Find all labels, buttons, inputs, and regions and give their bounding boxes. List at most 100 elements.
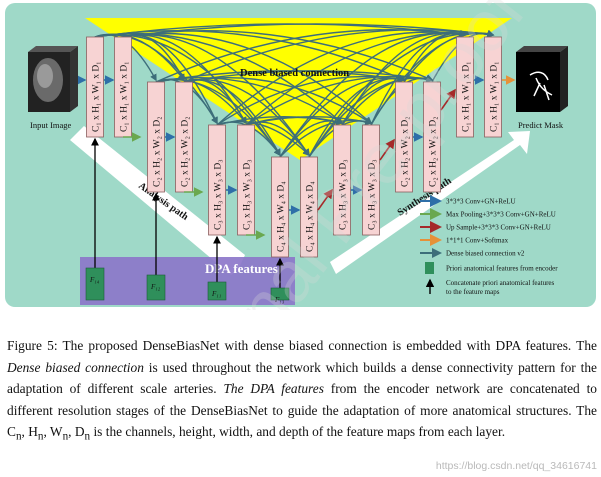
prior-feature-block: F₁₄ bbox=[85, 137, 105, 301]
feature-map-box-label: C₁ x H₁ x W₁ x D₁ bbox=[120, 61, 130, 132]
predict-mask-image bbox=[516, 46, 568, 112]
feature-map-box-rect bbox=[208, 124, 226, 236]
legend-label: Concatenate priori anatomical features bbox=[446, 279, 555, 287]
prior-feature-rect bbox=[146, 274, 166, 301]
feature-map-box: C₂ x H₂ x W₂ x D₂ bbox=[395, 81, 413, 193]
prior-feature-label: F₁₄ bbox=[89, 276, 100, 284]
flow-arrow bbox=[440, 88, 456, 111]
feature-map-box-label: C₃ x H₃ x W₃ x D₃ bbox=[214, 159, 224, 230]
legend: 3*3*3 Conv+GN+ReLU Max Pooling+3*3*3 Conv… bbox=[420, 195, 558, 296]
feature-map-box: C₃ x H₃ x W₃ x D₃ bbox=[237, 124, 255, 236]
caption-emphasis-dpa: The DPA features bbox=[223, 381, 324, 396]
feature-map-box-label: C₁ x H₁ x W₁ x D₁ bbox=[462, 61, 472, 132]
prior-feature-rect bbox=[207, 281, 227, 301]
feature-map-box: C₃ x H₃ x W₃ x D₃ bbox=[333, 124, 351, 236]
feature-map-box-label: C₂ x H₂ x W₂ x D₂ bbox=[401, 116, 411, 187]
caption-text-5: , W bbox=[43, 424, 63, 439]
caption-text-3: from the encoder network are concatenate… bbox=[7, 381, 598, 439]
dense-connection-title: Dense biased connection bbox=[240, 68, 349, 79]
feature-map-box: C₂ x H₂ x W₂ x D₂ bbox=[147, 81, 165, 193]
analysis-path-arrow bbox=[70, 126, 245, 275]
legend-item: 3*3*3 Conv+GN+ReLU bbox=[420, 195, 516, 207]
dense-connection-arcs bbox=[94, 23, 495, 158]
flow-arrow bbox=[379, 138, 395, 161]
feature-map-box: C₄ x H₄ x W₄ x D₄ bbox=[271, 156, 289, 258]
feature-map-box-label: C₂ x H₂ x W₂ x D₂ bbox=[429, 116, 439, 187]
dense-connection-arc bbox=[155, 70, 406, 83]
dense-connection-arc bbox=[216, 30, 467, 126]
legend-label-cont: to the feature maps bbox=[446, 288, 500, 296]
feature-map-box-rect bbox=[362, 124, 380, 236]
legend-label: 3*3*3 Conv+GN+ReLU bbox=[446, 198, 516, 206]
feature-map-box-rect bbox=[456, 36, 474, 138]
network-diagram: Analysis path Synthesis path DPA feature… bbox=[5, 0, 596, 310]
feature-map-box-rect bbox=[395, 81, 413, 193]
feature-map-box-label: C₃ x H₃ x W₃ x D₃ bbox=[339, 159, 349, 230]
dense-connection-arc bbox=[245, 75, 434, 126]
feature-map-box-label: C₂ x H₂ x W₂ x D₂ bbox=[153, 116, 163, 187]
prior-feature-block: F₁₁ bbox=[207, 235, 227, 301]
caption-text-7: is the channels, height, width, and dept… bbox=[90, 424, 506, 439]
dense-connection-arc bbox=[279, 30, 467, 158]
prior-feature-label: F₁₃ bbox=[274, 296, 285, 304]
caption-text-2: is used throughout the network which bui… bbox=[7, 359, 597, 397]
caption-sub-h: n bbox=[37, 430, 44, 443]
dense-connection-arc bbox=[183, 29, 495, 83]
legend-item: Concatenate priori anatomical featuresto… bbox=[425, 278, 555, 296]
prior-feature-rect bbox=[270, 287, 290, 301]
prior-feature-label: F₁₁ bbox=[211, 290, 221, 298]
feature-map-box: C₂ x H₂ x W₂ x D₂ bbox=[175, 81, 193, 193]
feature-map-box-rect bbox=[147, 81, 165, 193]
feature-map-box: C₁ x H₁ x W₁ x D₁ bbox=[86, 36, 104, 138]
dpa-features-band bbox=[80, 257, 295, 305]
feature-map-box: C₃ x H₃ x W₃ x D₃ bbox=[362, 124, 380, 236]
prior-feature-block: F₁₃ bbox=[270, 257, 290, 304]
legend-block-icon bbox=[425, 262, 434, 274]
flow-arrows bbox=[72, 75, 516, 240]
caption-text-4: , H bbox=[21, 424, 38, 439]
caption-text-1: The proposed DenseBiasNet with dense bia… bbox=[57, 338, 597, 353]
predict-mask-label: Predict Mask bbox=[518, 120, 564, 130]
url-watermark: https://blog.csdn.net/qq_34616741 bbox=[435, 460, 597, 472]
feature-map-box-label: C₃ x H₃ x W₃ x D₃ bbox=[368, 159, 378, 230]
legend-item: Priori anatomical features from encoder bbox=[425, 262, 558, 274]
feature-map-box-rect bbox=[271, 156, 289, 258]
feature-map-box-label: C₁ x H₁ x W₁ x D₁ bbox=[92, 61, 102, 132]
feature-map-box-label: C₄ x H₄ x W₄ x D₄ bbox=[306, 181, 316, 252]
figure-caption: Figure 5: The proposed DenseBiasNet with… bbox=[7, 335, 597, 448]
dense-connection-arc bbox=[403, 29, 467, 83]
feature-map-box: C₃ x H₃ x W₃ x D₃ bbox=[208, 124, 226, 236]
input-image bbox=[28, 46, 78, 112]
dense-connection-arc bbox=[155, 29, 467, 83]
feature-map-box: C₁ x H₁ x W₁ x D₁ bbox=[456, 36, 474, 138]
caption-figure-label: Figure 5: bbox=[7, 338, 58, 353]
flow-arrow bbox=[317, 188, 333, 211]
legend-item: Up Sample+3*3*3 Conv+GN+ReLU bbox=[420, 221, 551, 233]
feature-map-box-label: C₃ x H₃ x W₃ x D₃ bbox=[243, 159, 253, 230]
dpa-features-label: DPA features bbox=[205, 261, 278, 276]
caption-sub-w: n bbox=[62, 430, 69, 443]
prior-feature-rect bbox=[85, 267, 105, 301]
feature-map-box-label: C₂ x H₂ x W₂ x D₂ bbox=[181, 116, 191, 187]
feature-map-box-label: C₁ x H₁ x W₁ x D₁ bbox=[490, 61, 500, 132]
legend-item: 1*1*1 Conv+Softmax bbox=[420, 234, 509, 246]
feature-map-box-rect bbox=[333, 124, 351, 236]
legend-label: Priori anatomical features from encoder bbox=[446, 265, 558, 273]
legend-label: 1*1*1 Conv+Softmax bbox=[446, 237, 509, 245]
caption-sub-d: n bbox=[84, 430, 91, 443]
feature-map-box-label: C₄ x H₄ x W₄ x D₄ bbox=[277, 181, 287, 252]
feature-map-box-rect bbox=[86, 36, 104, 138]
feature-map-box: C₁ x H₁ x W₁ x D₁ bbox=[114, 36, 132, 138]
feature-map-box-rect bbox=[484, 36, 502, 138]
caption-emphasis-dense: Dense biased connection bbox=[7, 359, 144, 375]
input-image-label: Input Image bbox=[30, 120, 72, 130]
legend-label: Up Sample+3*3*3 Conv+GN+ReLU bbox=[446, 224, 551, 232]
legend-label: Max Pooling+3*3*3 Conv+GN+ReLU bbox=[446, 211, 556, 219]
legend-label: Dense biased connection v2 bbox=[446, 250, 525, 258]
caption-sub-c: n bbox=[15, 430, 22, 443]
legend-item: Dense biased connection v2 bbox=[420, 248, 525, 258]
caption-text-6: , D bbox=[68, 424, 85, 439]
feature-map-box: C₁ x H₁ x W₁ x D₁ bbox=[484, 36, 502, 138]
